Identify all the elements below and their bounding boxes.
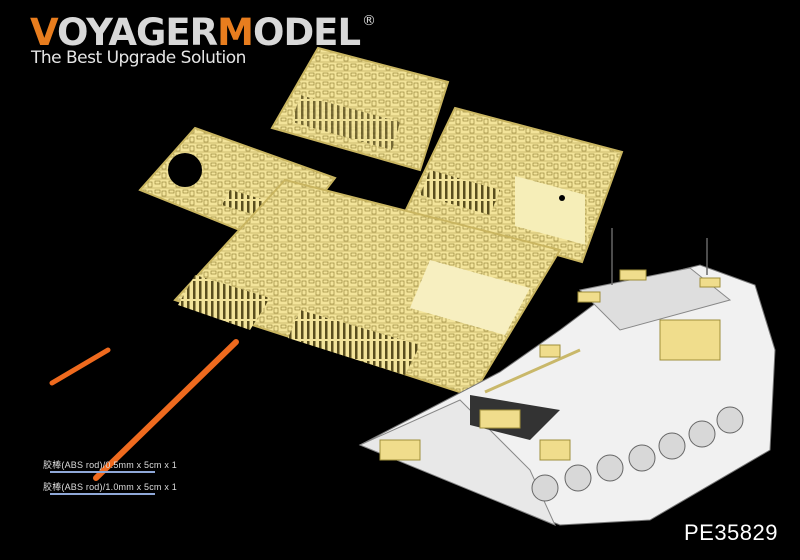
pe-fret-top bbox=[270, 46, 450, 172]
logo-letter-m: M bbox=[217, 11, 254, 54]
product-code: PE35829 bbox=[683, 520, 778, 545]
rod-short bbox=[49, 347, 111, 386]
logo-letter-v: V bbox=[30, 11, 58, 54]
logo-word-oyager: OYAGER bbox=[57, 11, 218, 54]
rod-underline-0 bbox=[50, 471, 155, 473]
brand-logo: VOYAGERMODEL® bbox=[30, 11, 376, 54]
rod-label-0: 胶棒(ABS rod)/0.5mm x 5cm x 1 bbox=[43, 460, 177, 470]
rod-underline-1 bbox=[50, 493, 155, 495]
abs-rods bbox=[49, 339, 239, 481]
logo-word-odel: ODEL bbox=[253, 11, 361, 54]
registered-mark: ® bbox=[362, 13, 376, 29]
tagline: The Best Upgrade Solution bbox=[31, 48, 246, 68]
rod-label-1: 胶棒(ABS rod)/1.0mm x 5cm x 1 bbox=[43, 482, 177, 492]
pe-fret-large bbox=[173, 178, 562, 398]
rod-long bbox=[93, 339, 239, 481]
tank-model bbox=[358, 228, 776, 526]
